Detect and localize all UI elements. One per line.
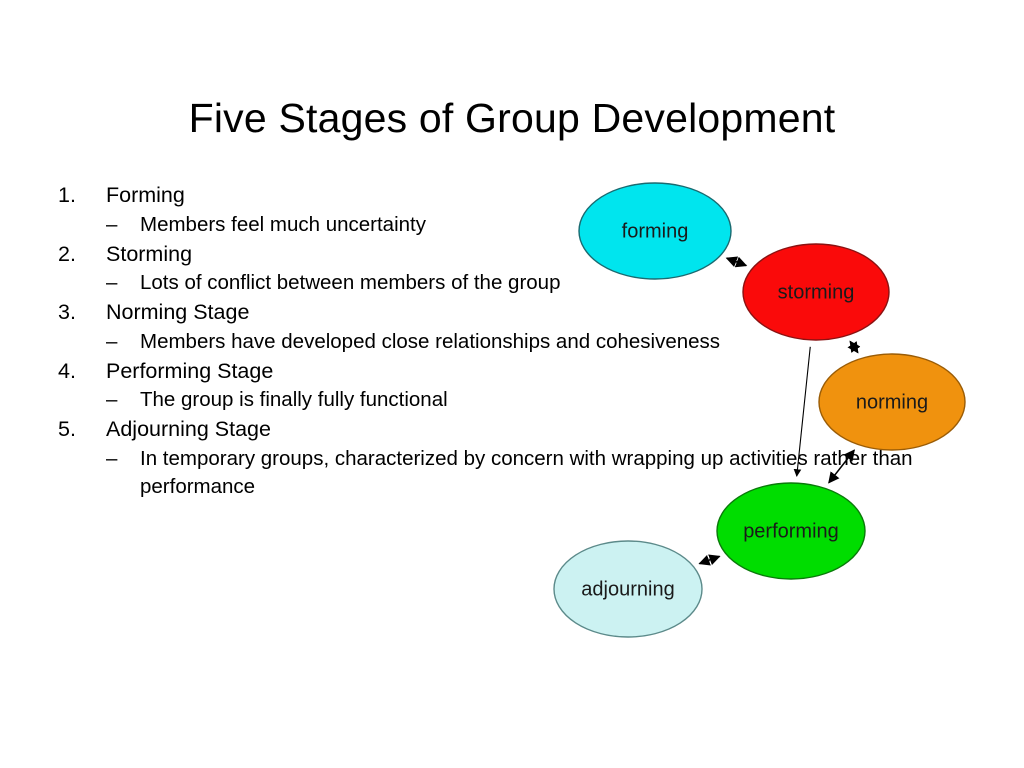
stage-name: Performing Stage [106, 358, 274, 383]
connector-performing-adjourning [698, 554, 721, 566]
stage-heading: 1. Forming [54, 180, 934, 211]
dash-marker: – [106, 329, 118, 353]
ellipse-norming[interactable] [818, 353, 966, 451]
stage-node-norming[interactable]: norming [818, 353, 966, 451]
stage-name: Forming [106, 183, 185, 207]
stage-node-performing[interactable]: performing [716, 482, 866, 580]
stage-name: Adjourning Stage [106, 417, 271, 441]
stage-detail-text: Lots of conflict between members of the … [140, 271, 561, 294]
stage-detail: – In temporary groups, characterized by … [106, 445, 934, 501]
stage-node-storming[interactable]: storming [742, 243, 890, 341]
ellipse-storming[interactable] [742, 243, 890, 341]
ellipse-forming[interactable] [578, 182, 732, 280]
stage-node-adjourning[interactable]: adjourning [553, 540, 703, 638]
stage-name: Storming [106, 241, 193, 266]
stage-number: 1. [58, 183, 76, 207]
ellipse-adjourning[interactable] [553, 540, 703, 638]
ellipse-label-performing: performing [743, 520, 839, 542]
node-layer: forming storming norming performing adjourni… [553, 182, 966, 638]
stage-detail: – The group is finally fully functional [106, 386, 934, 414]
list-item: 5. Adjourning Stage – In temporary group… [54, 414, 934, 501]
ellipse-performing[interactable] [716, 482, 866, 580]
ellipse-label-norming: norming [856, 391, 928, 413]
list-item: 2. Storming – Lots of conflict between m… [54, 239, 934, 298]
stage-heading: 3. Norming Stage [54, 297, 934, 328]
stage-number: 5. [58, 417, 76, 441]
stage-number: 3. [58, 300, 76, 324]
dash-marker: – [106, 212, 118, 236]
list-item: 3. Norming Stage – Members have develope… [54, 297, 934, 356]
dash-marker: – [106, 271, 118, 294]
dash-marker: – [106, 446, 118, 470]
list-item: 4. Performing Stage – The group is final… [54, 356, 934, 415]
stage-name: Norming Stage [106, 300, 250, 324]
stage-detail-text: Members have developed close relationshi… [140, 329, 721, 353]
ellipse-label-forming: forming [622, 220, 689, 242]
stage-node-forming[interactable]: forming [578, 182, 732, 280]
stage-heading: 4. Performing Stage [54, 356, 934, 387]
stages-list: 1. Forming – Members feel much uncertain… [54, 180, 934, 501]
page-title: Five Stages of Group Development [188, 95, 836, 142]
stage-number: 2. [58, 241, 76, 266]
list-item: 1. Forming – Members feel much uncertain… [54, 180, 934, 239]
ellipse-label-adjourning: adjourning [581, 578, 674, 600]
ellipse-label-storming: storming [778, 281, 855, 303]
stage-detail: – Members have developed close relations… [106, 328, 934, 356]
dash-marker: – [106, 388, 118, 411]
stage-number: 4. [58, 358, 76, 383]
stage-detail: – Members feel much uncertainty [106, 211, 934, 239]
stage-heading: 2. Storming [54, 239, 934, 270]
stage-detail-text: The group is finally fully functional [140, 388, 448, 411]
stage-heading: 5. Adjourning Stage [54, 414, 934, 445]
stage-detail-text: In temporary groups, characterized by co… [140, 446, 913, 498]
stage-detail-text: Members feel much uncertainty [140, 212, 426, 236]
stage-detail: – Lots of conflict between members of th… [106, 269, 934, 297]
